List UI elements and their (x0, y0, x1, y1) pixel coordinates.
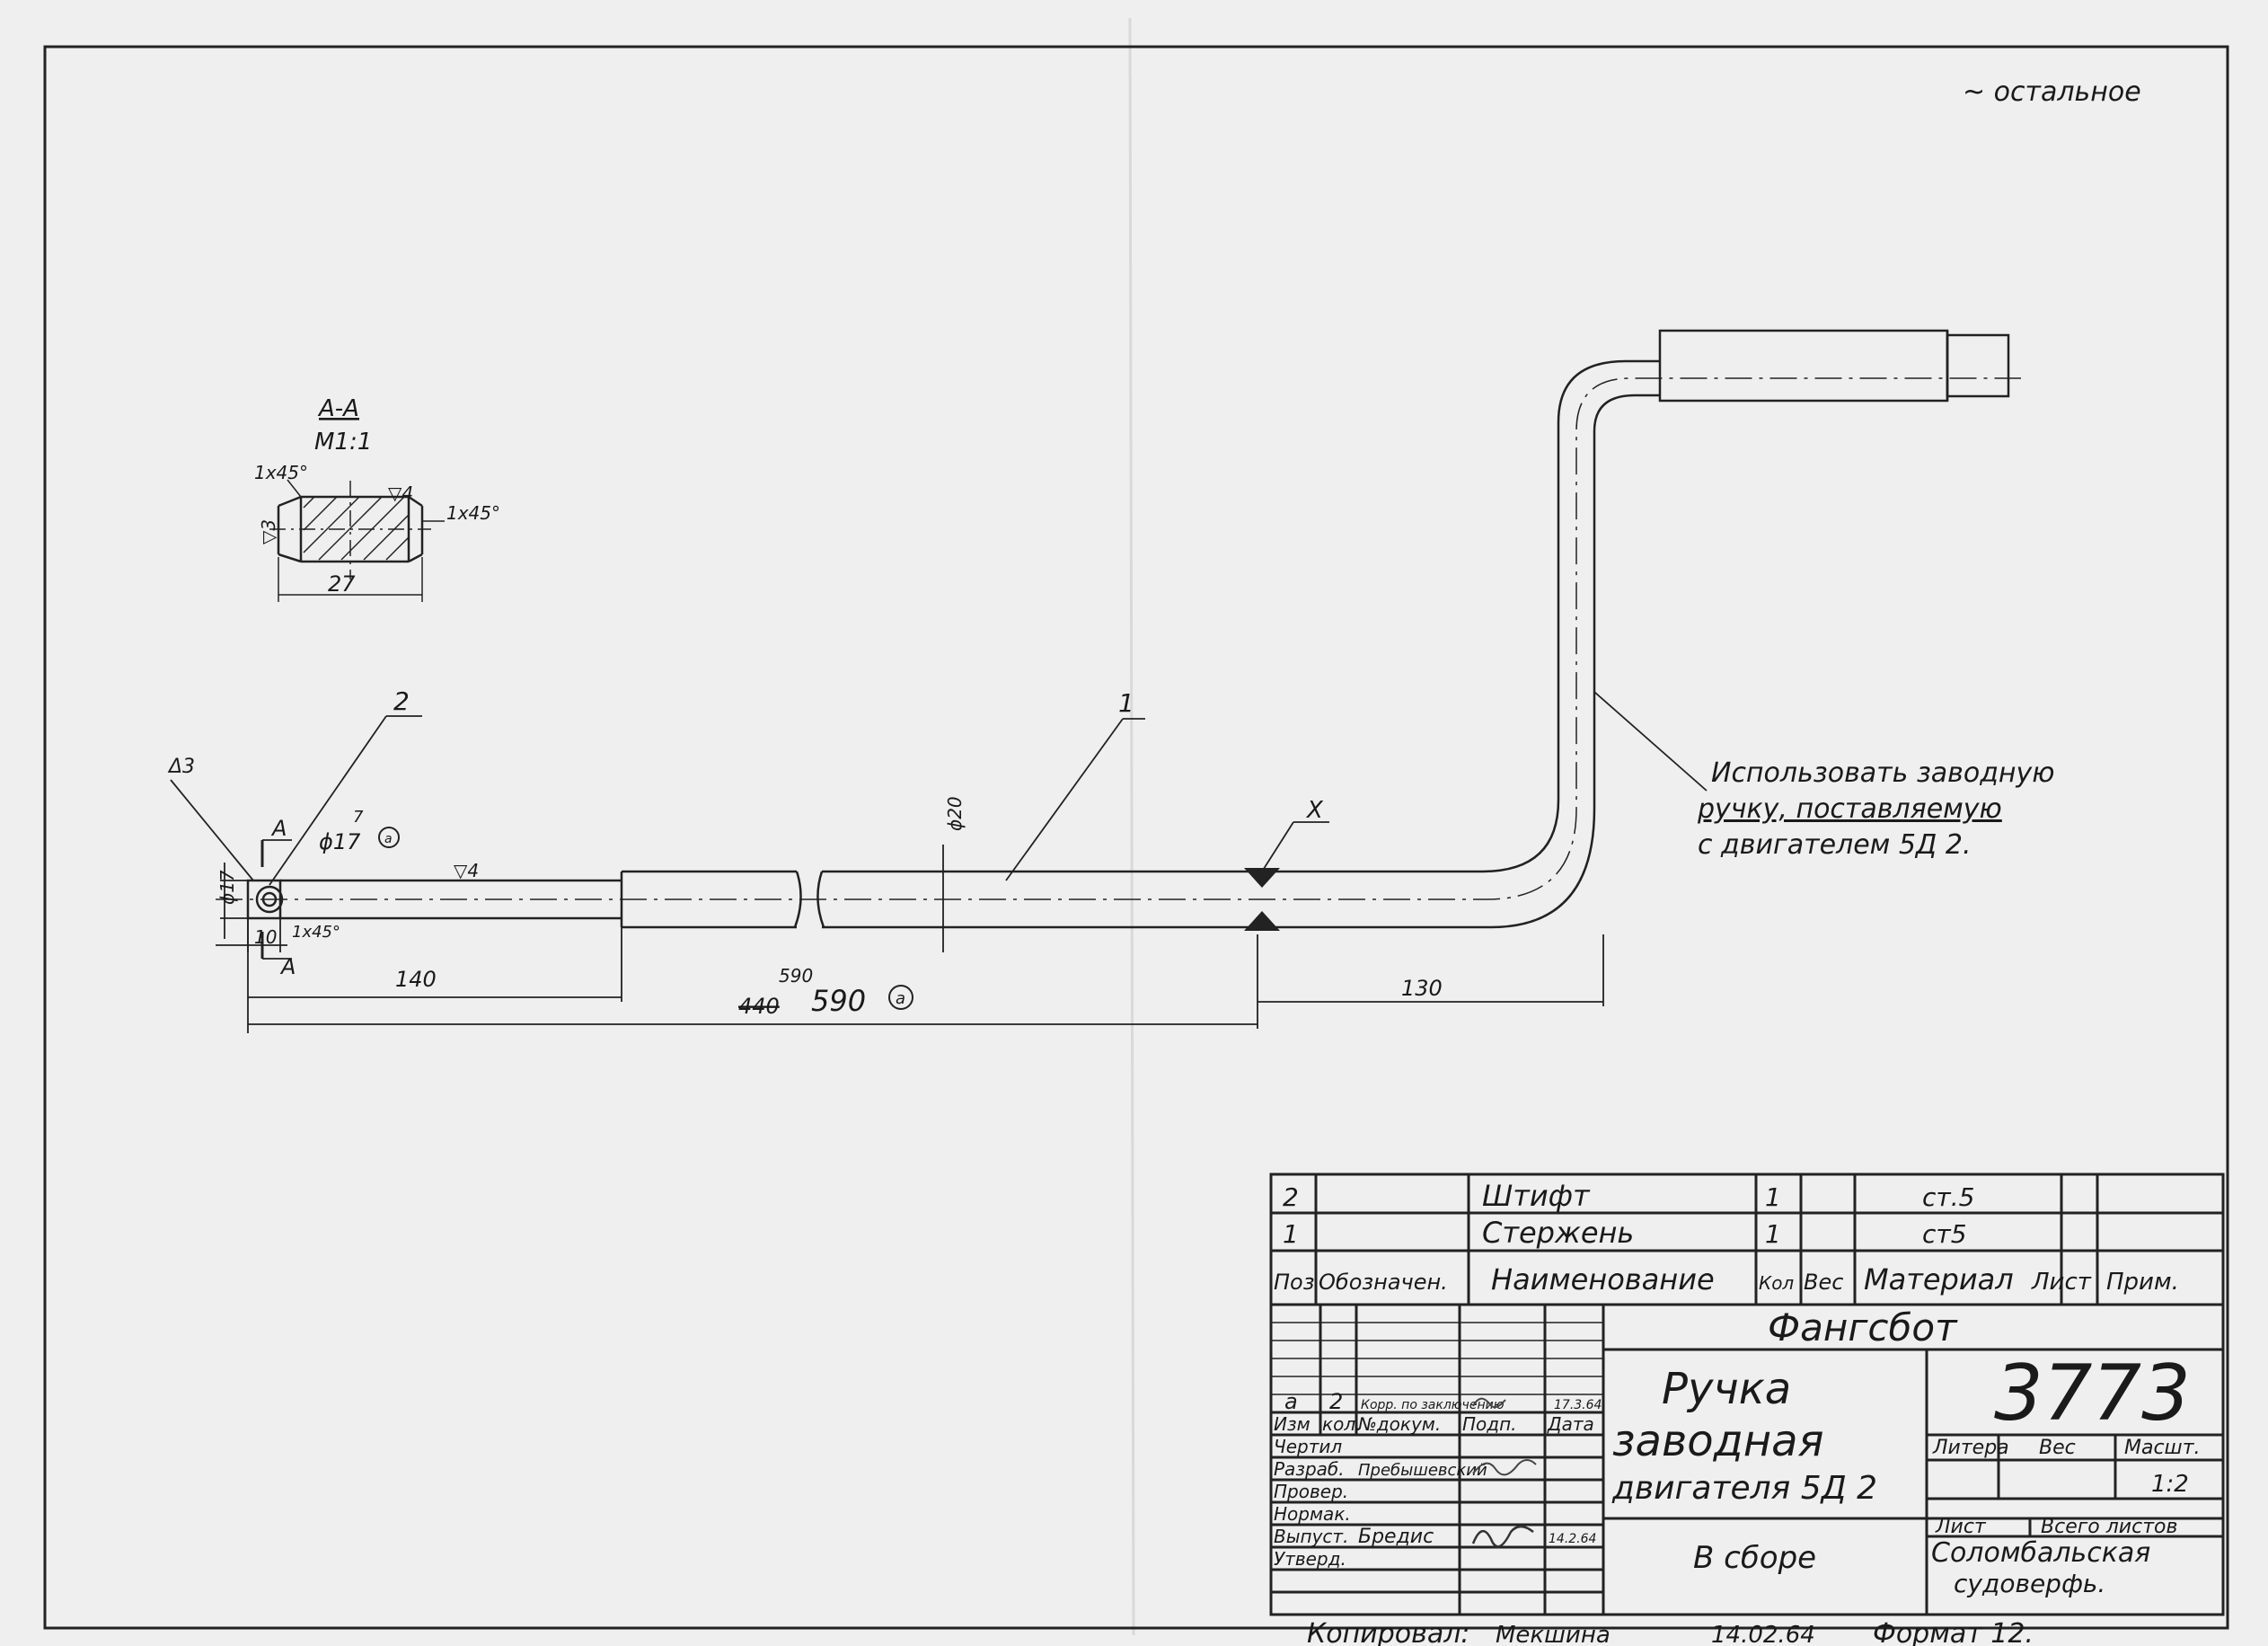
dim-590-circle-a: a (896, 989, 905, 1008)
svg-text:ручку, поставляемую: ручку, поставляемую (1697, 793, 2002, 825)
dim-dia17-hole: ϕ17 (319, 829, 361, 854)
bom-row1-pos: 2 (1283, 1182, 1299, 1212)
bom-header-designation: Обозначен. (1319, 1270, 1448, 1295)
bom-header-weight: Вес (1804, 1270, 1843, 1295)
bom-row1-name: Штифт (1482, 1179, 1591, 1213)
tb-role-0: Чертил (1274, 1436, 1342, 1457)
dim-590-struck: 440 (738, 994, 780, 1019)
section-mark-top: А (270, 816, 287, 841)
bom-row2-pos: 1 (1283, 1219, 1299, 1249)
tb-role-3: Нормак. (1274, 1503, 1351, 1525)
section-roughness-left: ▽3 (258, 519, 279, 544)
dim-590-old: 590 (779, 965, 813, 987)
tb-org-line1: Соломбальская (1931, 1537, 2150, 1569)
tb-ves: Вес (2039, 1437, 2076, 1459)
tb-col-ndok: №докум. (1357, 1413, 1441, 1435)
section-chamfer-left: 1x45° (254, 462, 308, 483)
tb-rev-date: 17.3.64 (1554, 1398, 1602, 1412)
bom-row1-qty: 1 (1765, 1182, 1781, 1212)
tb-vypust-name: Бредис (1358, 1526, 1434, 1548)
tb-project: Фангсбот (1768, 1305, 1958, 1350)
tb-col-kol: кол. (1322, 1413, 1361, 1435)
tb-vypust-date: 14.2.64 (1549, 1532, 1596, 1546)
footer-date: 14.02.64 (1711, 1622, 1815, 1646)
tb-role-1: Разраб. (1274, 1458, 1345, 1480)
callout-weld: X (1305, 797, 1324, 824)
bom-header-pos: Поз (1274, 1270, 1315, 1295)
bom-row2-material: ст5 (1922, 1219, 1967, 1249)
corner-note: ~ остальное (1963, 76, 2141, 108)
tb-role-5: Утверд. (1274, 1548, 1346, 1570)
svg-text:Использовать заводную: Использовать заводную (1711, 757, 2055, 789)
dim-dia20: ϕ20 (944, 796, 966, 831)
section-aa (269, 479, 445, 602)
bom-header-note: Прим. (2106, 1269, 2179, 1296)
tb-litera: Литера (1932, 1437, 2009, 1459)
section-hatch (303, 496, 410, 561)
signature-razrab (1472, 1459, 1537, 1476)
svg-text:с двигателем 5Д 2.: с двигателем 5Д 2. (1698, 829, 1972, 861)
dim-130: 130 (1401, 976, 1443, 1001)
dim-dia17: ϕ17 (216, 870, 238, 905)
tb-list: Лист (1935, 1516, 1987, 1538)
dim-dia17-hole-sup: 7 (353, 808, 364, 827)
tb-number: 3773 (1994, 1349, 2191, 1438)
tb-razrab-name: Пребышевский (1358, 1461, 1487, 1480)
dim-chamfer: 1x45° (292, 923, 340, 942)
handle-part (216, 329, 2021, 929)
circle-a-17 (378, 827, 400, 848)
leaders-dims (170, 691, 1708, 1033)
tb-rev-num: 2 (1329, 1389, 1343, 1414)
tb-subtitle: В сборе (1693, 1540, 1816, 1576)
title-block (1269, 1303, 2225, 1616)
dim-d3: Δ3 (167, 756, 195, 778)
bom-header-material: Материал (1864, 1262, 2014, 1296)
dim-140: 140 (395, 967, 437, 992)
footer-copied-by: Мекшина (1496, 1622, 1611, 1646)
section-chamfer-right: 1x45° (446, 502, 500, 524)
bom-header-name: Наименование (1491, 1262, 1715, 1296)
section-scale: М1:1 (314, 429, 372, 456)
dim-rough-shaft: ▽4 (454, 860, 479, 881)
bom-row2-name: Стержень (1482, 1216, 1634, 1250)
weld-upper (1244, 868, 1280, 888)
section-width-dim: 27 (328, 571, 356, 597)
tb-role-4: Выпуст. (1274, 1526, 1348, 1547)
callout-2: 2 (393, 686, 410, 716)
tb-vsego: Всего листов (2041, 1516, 2177, 1538)
dim-circle-a: a (384, 832, 393, 846)
signature-vypust (1471, 1525, 1534, 1548)
tb-masshtab: Масшт. (2124, 1437, 2201, 1459)
sheet-frame (43, 45, 2229, 1630)
footer-format: Формат 12. (1873, 1618, 2034, 1646)
dim-590: 590 (811, 984, 866, 1018)
tb-org-line2: судоверфь. (1954, 1569, 2105, 1598)
bom-header-qty: Кол (1759, 1272, 1794, 1294)
tb-title-line3: двигателя 5Д 2 (1611, 1470, 1877, 1507)
section-roughness-top: ▽4 (388, 482, 413, 504)
tb-col-data: Дата (1547, 1413, 1594, 1435)
circle-a-590 (888, 985, 913, 1010)
tb-title-line2: заводная (1612, 1416, 1823, 1466)
bom-header-sheet: Лист (2031, 1269, 2092, 1296)
tb-title-line1: Ручка (1662, 1364, 1791, 1414)
tb-scale-value: 1:2 (2151, 1471, 2189, 1498)
tb-role-2: Провер. (1274, 1481, 1348, 1502)
usage-note: Использовать заводную ручку, поставляему… (1697, 757, 2055, 861)
tb-rev-doc: Корр. по заключению (1361, 1398, 1505, 1412)
section-mark-bottom: А (279, 954, 296, 979)
tb-rev-letter: а (1284, 1389, 1298, 1414)
bom-row2-qty: 1 (1765, 1219, 1781, 1249)
signature-rev (1472, 1397, 1506, 1409)
footer-copied-label: Копировал: (1307, 1618, 1470, 1646)
bom-row1-material: ст.5 (1922, 1182, 1974, 1212)
section-label: А-А (317, 395, 359, 422)
tb-col-podp: Подп. (1462, 1413, 1517, 1435)
dim-10: 10 (254, 926, 277, 948)
tb-col-izm: Изм (1274, 1413, 1310, 1435)
callout-1: 1 (1118, 688, 1134, 718)
weld-lower (1244, 911, 1280, 931)
